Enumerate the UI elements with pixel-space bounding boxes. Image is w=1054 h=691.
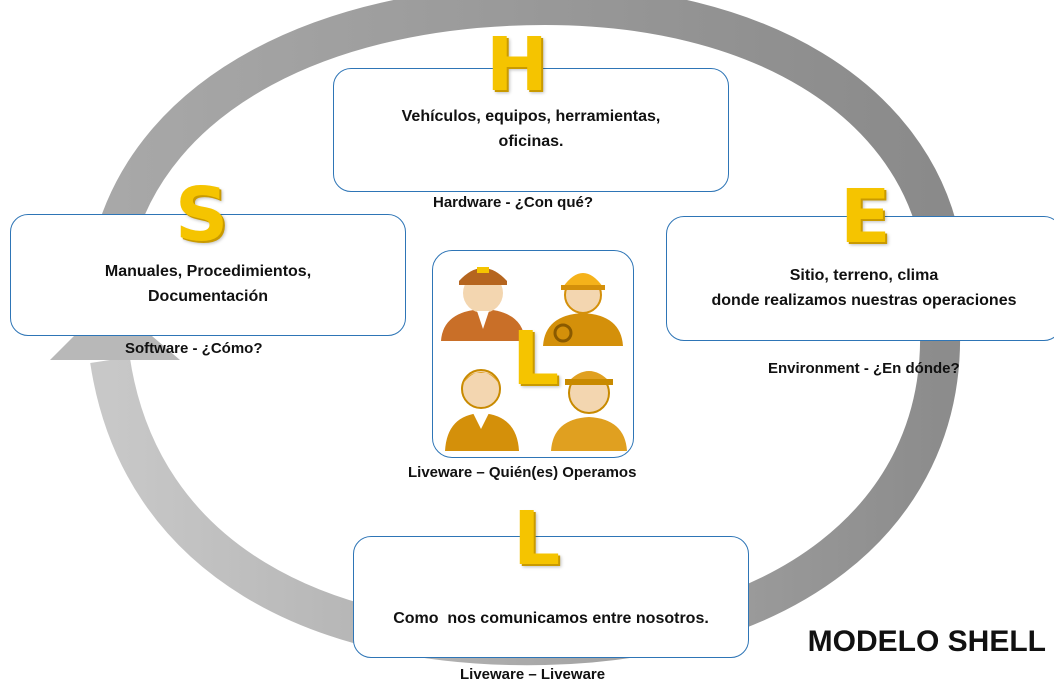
mechanic-cap-icon — [551, 371, 627, 451]
liveware-liveware-box: Como nos comunicamos entre nosotros. — [353, 536, 749, 658]
liveware-center-caption: Liveware – Quién(es) Operamos — [408, 464, 637, 481]
hardware-caption: Hardware - ¿Con qué? — [433, 194, 594, 211]
liveware-liveware-caption: Liveware – Liveware — [460, 666, 606, 683]
flight-attendant-icon — [445, 369, 519, 451]
hardware-letter: H — [486, 22, 548, 108]
pilot-icon — [441, 267, 525, 341]
software-description: Manuales, Procedimientos, Documentación — [104, 263, 312, 305]
environment-caption: Environment - ¿En dónde? — [768, 360, 960, 377]
software-letter: S — [175, 172, 229, 258]
environment-description: Sitio, terreno, clima donde realizamos n… — [711, 266, 1017, 309]
environment-box: Sitio, terreno, clima donde realizamos n… — [666, 216, 1054, 341]
worker-helmet-icon — [543, 273, 623, 346]
hardware-box: Vehículos, equipos, herramientas, oficin… — [333, 68, 729, 192]
arrow-arc-top — [92, 0, 960, 255]
liveware-liveware-letter: L — [513, 496, 561, 582]
liveware-liveware-description: Como nos comunicamos entre nosotros. — [393, 609, 709, 627]
liveware-figures-box — [432, 250, 634, 458]
liveware-center-letter: L — [512, 316, 560, 402]
environment-letter: E — [840, 174, 891, 260]
hardware-description: Vehículos, equipos, herramientas, oficin… — [401, 108, 661, 150]
software-box: Manuales, Procedimientos, Documentación — [10, 214, 406, 336]
software-caption: Software - ¿Cómo? — [125, 340, 263, 357]
diagram-title: MODELO SHELL — [807, 625, 1046, 658]
